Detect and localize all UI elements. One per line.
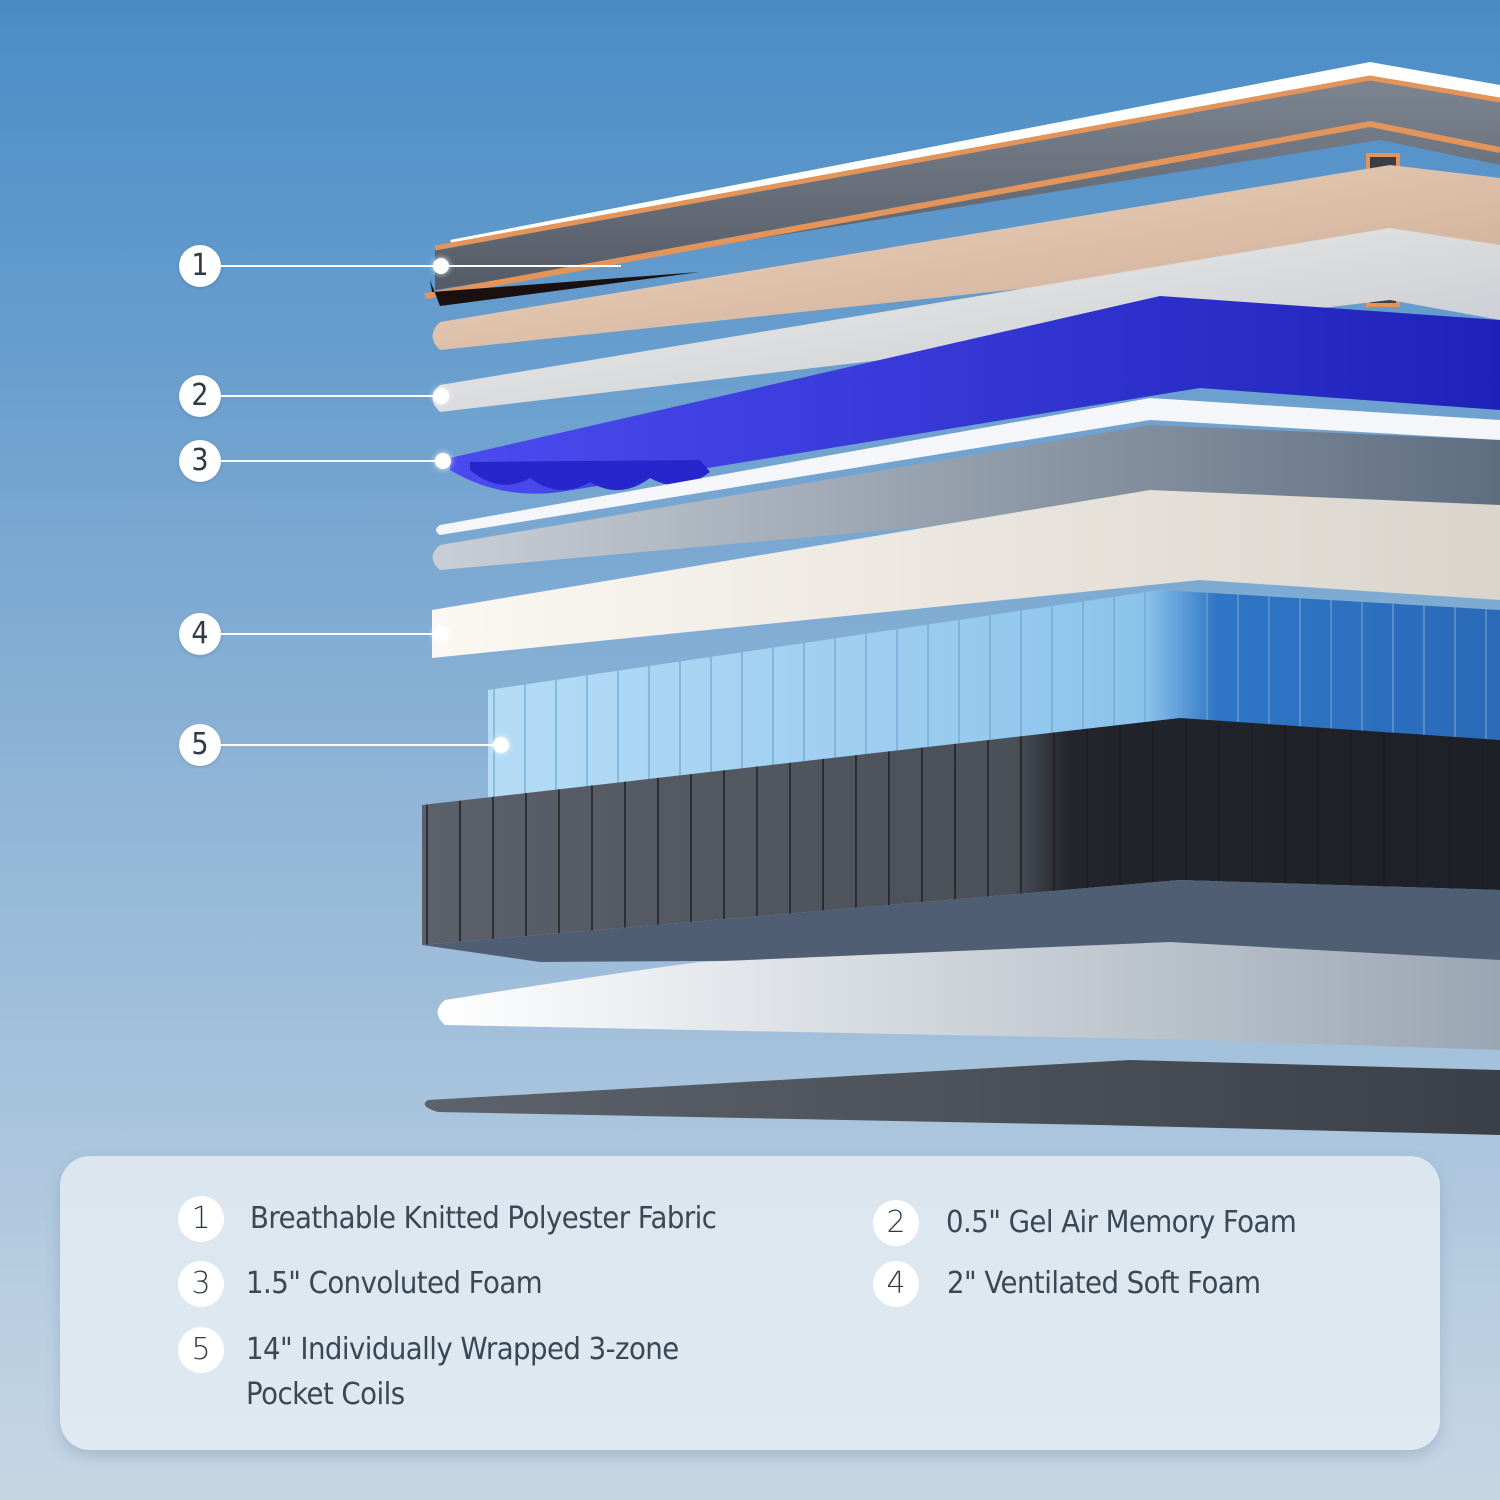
coil-wrap-fabric-layer [422, 718, 1500, 962]
target-dot-2 [433, 388, 449, 404]
target-dot-5 [493, 737, 509, 753]
layer-4-ventilated-soft-foam [432, 490, 1500, 658]
target-dot-4 [433, 626, 449, 642]
legend-item-1: 1 Breathable Knitted Polyester Fabric [178, 1196, 757, 1242]
legend-label-1: Breathable Knitted Polyester Fabric [250, 1201, 717, 1236]
target-dot-1 [433, 258, 449, 274]
legend-number-5: 5 [178, 1327, 224, 1373]
grey-comfort-layer [432, 425, 1500, 570]
layer-3-convoluted-foam [450, 296, 1500, 494]
legend-item-3: 3 1.5" Convoluted Foam [178, 1261, 568, 1307]
leader-line-4 [221, 633, 436, 635]
legend-label-3: 1.5" Convoluted Foam [246, 1266, 543, 1301]
layer-5-pocket-coils [488, 590, 1500, 800]
target-dot-3 [435, 453, 451, 469]
callout-number-5: 5 [179, 724, 221, 766]
legend-number-4: 4 [873, 1261, 919, 1307]
base-layer [424, 1060, 1500, 1135]
legend-label-5-line-2: Pocket Coils [246, 1377, 405, 1412]
legend-item-2: 2 0.5" Gel Air Memory Foam [873, 1200, 1327, 1246]
legend-panel: 1 Breathable Knitted Polyester Fabric 2 … [60, 1156, 1440, 1450]
legend-label-5-line-1: 14" Individually Wrapped 3-zone [246, 1332, 679, 1367]
felt-layer [437, 942, 1500, 1050]
leader-line-1 [221, 265, 621, 267]
legend-label-5: 14" Individually Wrapped 3-zone Pocket C… [224, 1327, 716, 1417]
layer-2-gel-memory-foam [432, 228, 1500, 412]
callout-number-2: 2 [179, 375, 221, 417]
peach-foam-layer [432, 165, 1500, 350]
leader-line-3 [221, 460, 446, 462]
legend-item-5: 5 14" Individually Wrapped 3-zone Pocket… [178, 1327, 716, 1417]
legend-number-3: 3 [178, 1261, 224, 1307]
legend-number-1: 1 [178, 1196, 224, 1242]
legend-label-4: 2" Ventilated Soft Foam [947, 1266, 1261, 1301]
legend-item-4: 4 2" Ventilated Soft Foam [873, 1261, 1288, 1307]
legend-label-2: 0.5" Gel Air Memory Foam [946, 1205, 1297, 1240]
mattress-layers-illustration [422, 75, 1500, 1135]
callout-number-1: 1 [179, 245, 221, 287]
legend-number-2: 2 [873, 1200, 919, 1246]
leader-line-2 [221, 395, 441, 397]
callout-number-3: 3 [179, 440, 221, 482]
leader-line-5 [221, 744, 501, 746]
callout-number-4: 4 [179, 613, 221, 655]
